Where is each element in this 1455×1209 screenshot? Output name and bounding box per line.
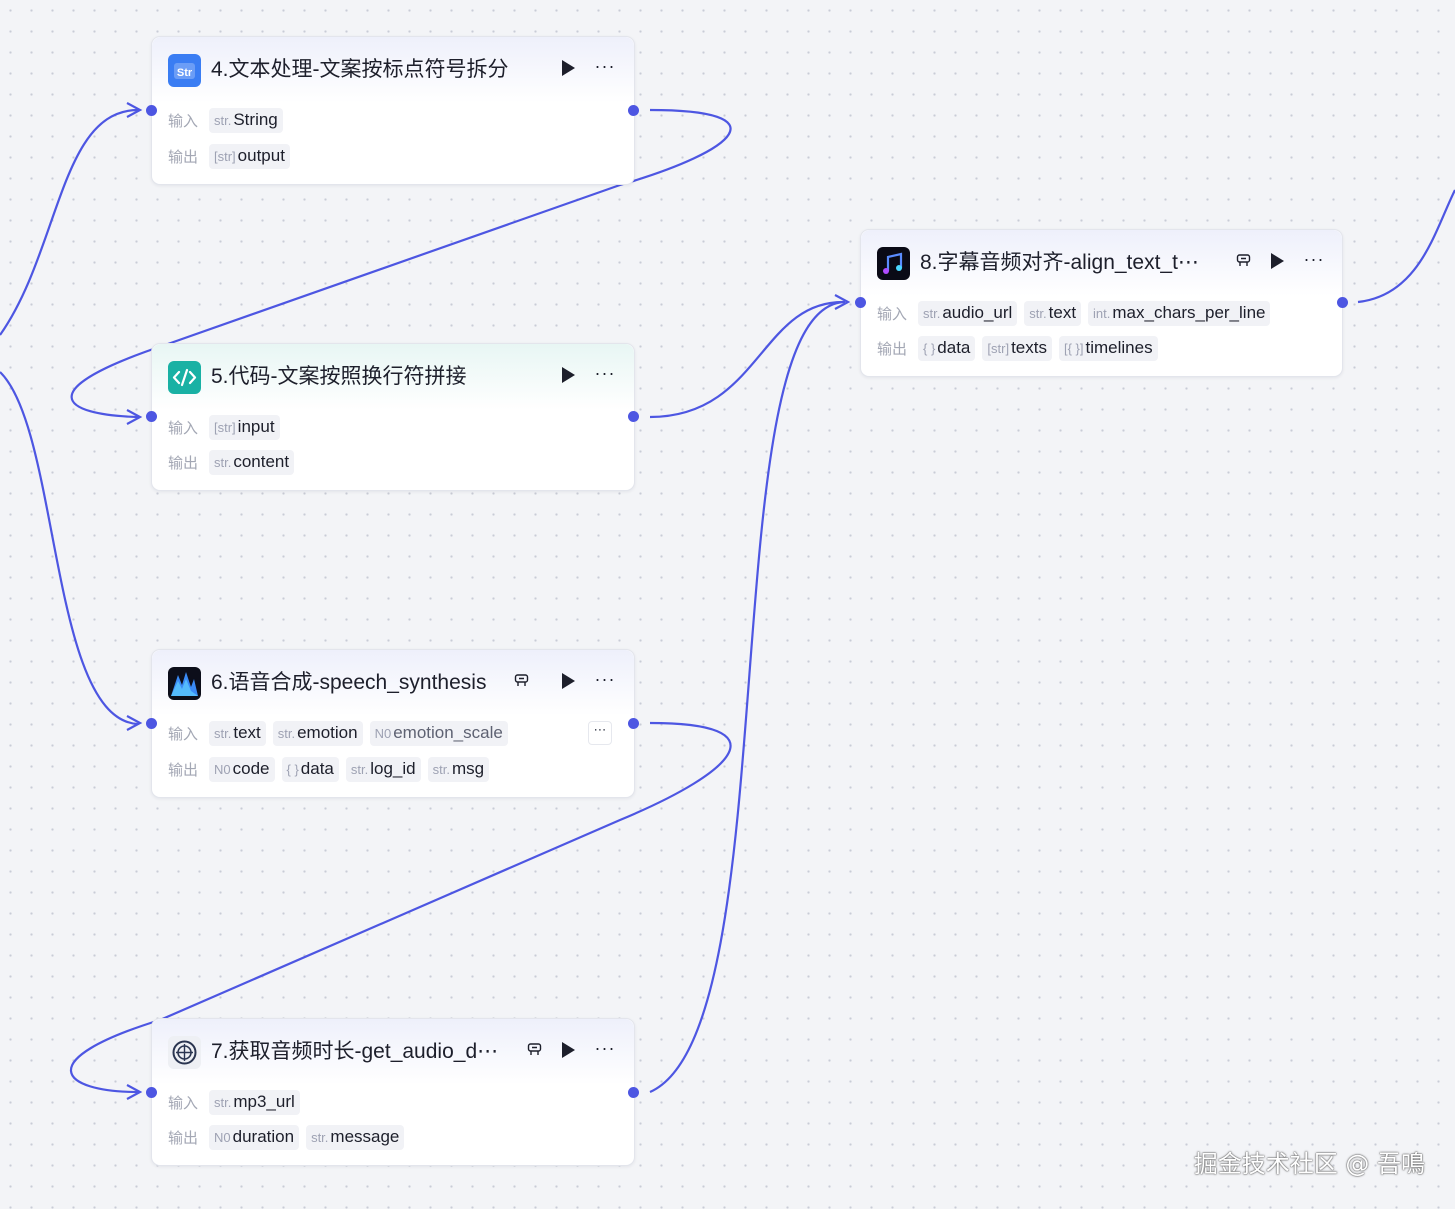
input-label: 输入 xyxy=(168,112,199,130)
arrow-n4-input xyxy=(126,102,143,118)
more-horizontal-icon[interactable]: ··· xyxy=(594,669,616,689)
arrow-n8-input xyxy=(834,294,851,310)
n4-input-port[interactable] xyxy=(146,105,157,116)
arrow-n5-input xyxy=(126,409,143,425)
output-row: 输出 [str]output xyxy=(168,143,290,169)
plugin-link-icon xyxy=(527,1043,542,1055)
node-title: 8.字幕音频对齐-align_text_t⋯ xyxy=(920,251,1199,274)
node-title: 7.获取音频时长-get_audio_d⋯ xyxy=(211,1040,499,1063)
param-tag: [str]output xyxy=(209,143,290,169)
node-5-code-join[interactable]: 5.代码-文案按照换行符拼接 ··· 输入 [str]input 输出 str.… xyxy=(151,343,635,491)
param-tag: str.text xyxy=(1024,300,1082,326)
node-4-text-split[interactable]: Str 4.文本处理-文案按标点符号拆分 ··· 输入 str.String 输… xyxy=(151,36,635,185)
more-horizontal-icon[interactable]: ··· xyxy=(594,363,616,383)
output-label: 输出 xyxy=(168,761,199,779)
play-icon[interactable] xyxy=(562,367,575,383)
play-icon[interactable] xyxy=(1271,253,1284,269)
n8-input-port[interactable] xyxy=(855,297,866,308)
param-tag: str.log_id xyxy=(345,756,421,782)
node-title: 4.文本处理-文案按标点符号拆分 xyxy=(211,58,509,81)
param-tag: [str]texts xyxy=(982,335,1052,361)
n5-input-port[interactable] xyxy=(146,411,157,422)
input-label: 输入 xyxy=(168,725,199,743)
n6-output-port[interactable] xyxy=(628,718,639,729)
speech-synthesis-icon xyxy=(168,667,201,700)
param-tag: [{ }]timelines xyxy=(1058,335,1158,361)
output-label: 输出 xyxy=(877,340,908,358)
input-row: 输入 str.audio_url str.text int.max_chars_… xyxy=(877,300,1271,326)
n4-output-port[interactable] xyxy=(628,105,639,116)
n8-output-port[interactable] xyxy=(1337,297,1348,308)
param-tag: [str]input xyxy=(209,414,280,440)
n7-output-port[interactable] xyxy=(628,1087,639,1098)
arrow-n6-input xyxy=(126,715,143,731)
play-icon[interactable] xyxy=(562,673,575,689)
arrow-n7-input xyxy=(126,1084,143,1100)
param-tag: str.msg xyxy=(427,756,490,782)
output-label: 输出 xyxy=(168,1129,199,1147)
param-tag: str.audio_url xyxy=(918,300,1018,326)
output-row: 输出 { }data [str]texts [{ }]timelines xyxy=(877,335,1158,361)
output-label: 输出 xyxy=(168,148,199,166)
plugin-link-icon xyxy=(1236,254,1251,266)
node-title: 6.语音合成-speech_synthesis xyxy=(211,671,487,694)
edge-n5-to-n8 xyxy=(649,300,846,419)
edge-n7-to-n8 xyxy=(649,300,846,1094)
param-tag: str.message xyxy=(306,1124,405,1150)
edge-n8-out xyxy=(1357,189,1455,304)
node-title: 5.代码-文案按照换行符拼接 xyxy=(211,365,467,388)
output-row: 输出 str.content xyxy=(168,449,295,475)
show-more-params-button[interactable]: ⋯ xyxy=(588,721,612,745)
edge-start-to-n4 xyxy=(0,108,139,336)
n7-input-port[interactable] xyxy=(146,1087,157,1098)
param-tag: str.content xyxy=(209,449,295,475)
edge-start-to-n6 xyxy=(0,371,139,726)
svg-text:Str: Str xyxy=(177,67,193,79)
n6-input-port[interactable] xyxy=(146,718,157,729)
input-label: 输入 xyxy=(168,419,199,437)
param-tag: int.max_chars_per_line xyxy=(1088,300,1271,326)
param-tag: str.emotion xyxy=(272,720,363,746)
audio-duration-icon xyxy=(168,1036,201,1069)
watermark: 掘金技术社区 @ 吾鳴 xyxy=(1193,1150,1425,1178)
node-6-speech-synthesis[interactable]: 6.语音合成-speech_synthesis ··· 输入 str.text … xyxy=(151,649,635,798)
plugin-link-icon xyxy=(514,674,529,686)
param-tag: str.String xyxy=(209,107,283,133)
more-horizontal-icon[interactable]: ··· xyxy=(594,1038,616,1058)
code-icon xyxy=(168,361,201,394)
node-8-subtitle-align[interactable]: 8.字幕音频对齐-align_text_t⋯ ··· 输入 str.audio_… xyxy=(860,229,1343,377)
node-7-get-audio-duration[interactable]: 7.获取音频时长-get_audio_d⋯ ··· 输入 str.mp3_url… xyxy=(151,1018,635,1166)
play-icon[interactable] xyxy=(562,60,575,76)
input-label: 输入 xyxy=(168,1094,199,1112)
more-horizontal-icon[interactable]: ··· xyxy=(594,56,616,76)
param-tag: { }data xyxy=(281,756,339,782)
text-process-icon: Str xyxy=(168,54,201,87)
param-tag: { }data xyxy=(918,335,976,361)
more-horizontal-icon[interactable]: ··· xyxy=(1303,249,1325,269)
output-label: 输出 xyxy=(168,454,199,472)
input-row: 输入 str.String xyxy=(168,107,283,133)
input-label: 输入 xyxy=(877,305,908,323)
param-tag: str.text xyxy=(209,720,266,746)
input-row: 输入 str.mp3_url xyxy=(168,1089,300,1115)
n5-output-port[interactable] xyxy=(628,411,639,422)
play-icon[interactable] xyxy=(562,1042,575,1058)
param-tag: str.mp3_url xyxy=(209,1089,300,1115)
input-row: 输入 [str]input xyxy=(168,414,280,440)
subtitle-align-icon xyxy=(877,247,910,280)
